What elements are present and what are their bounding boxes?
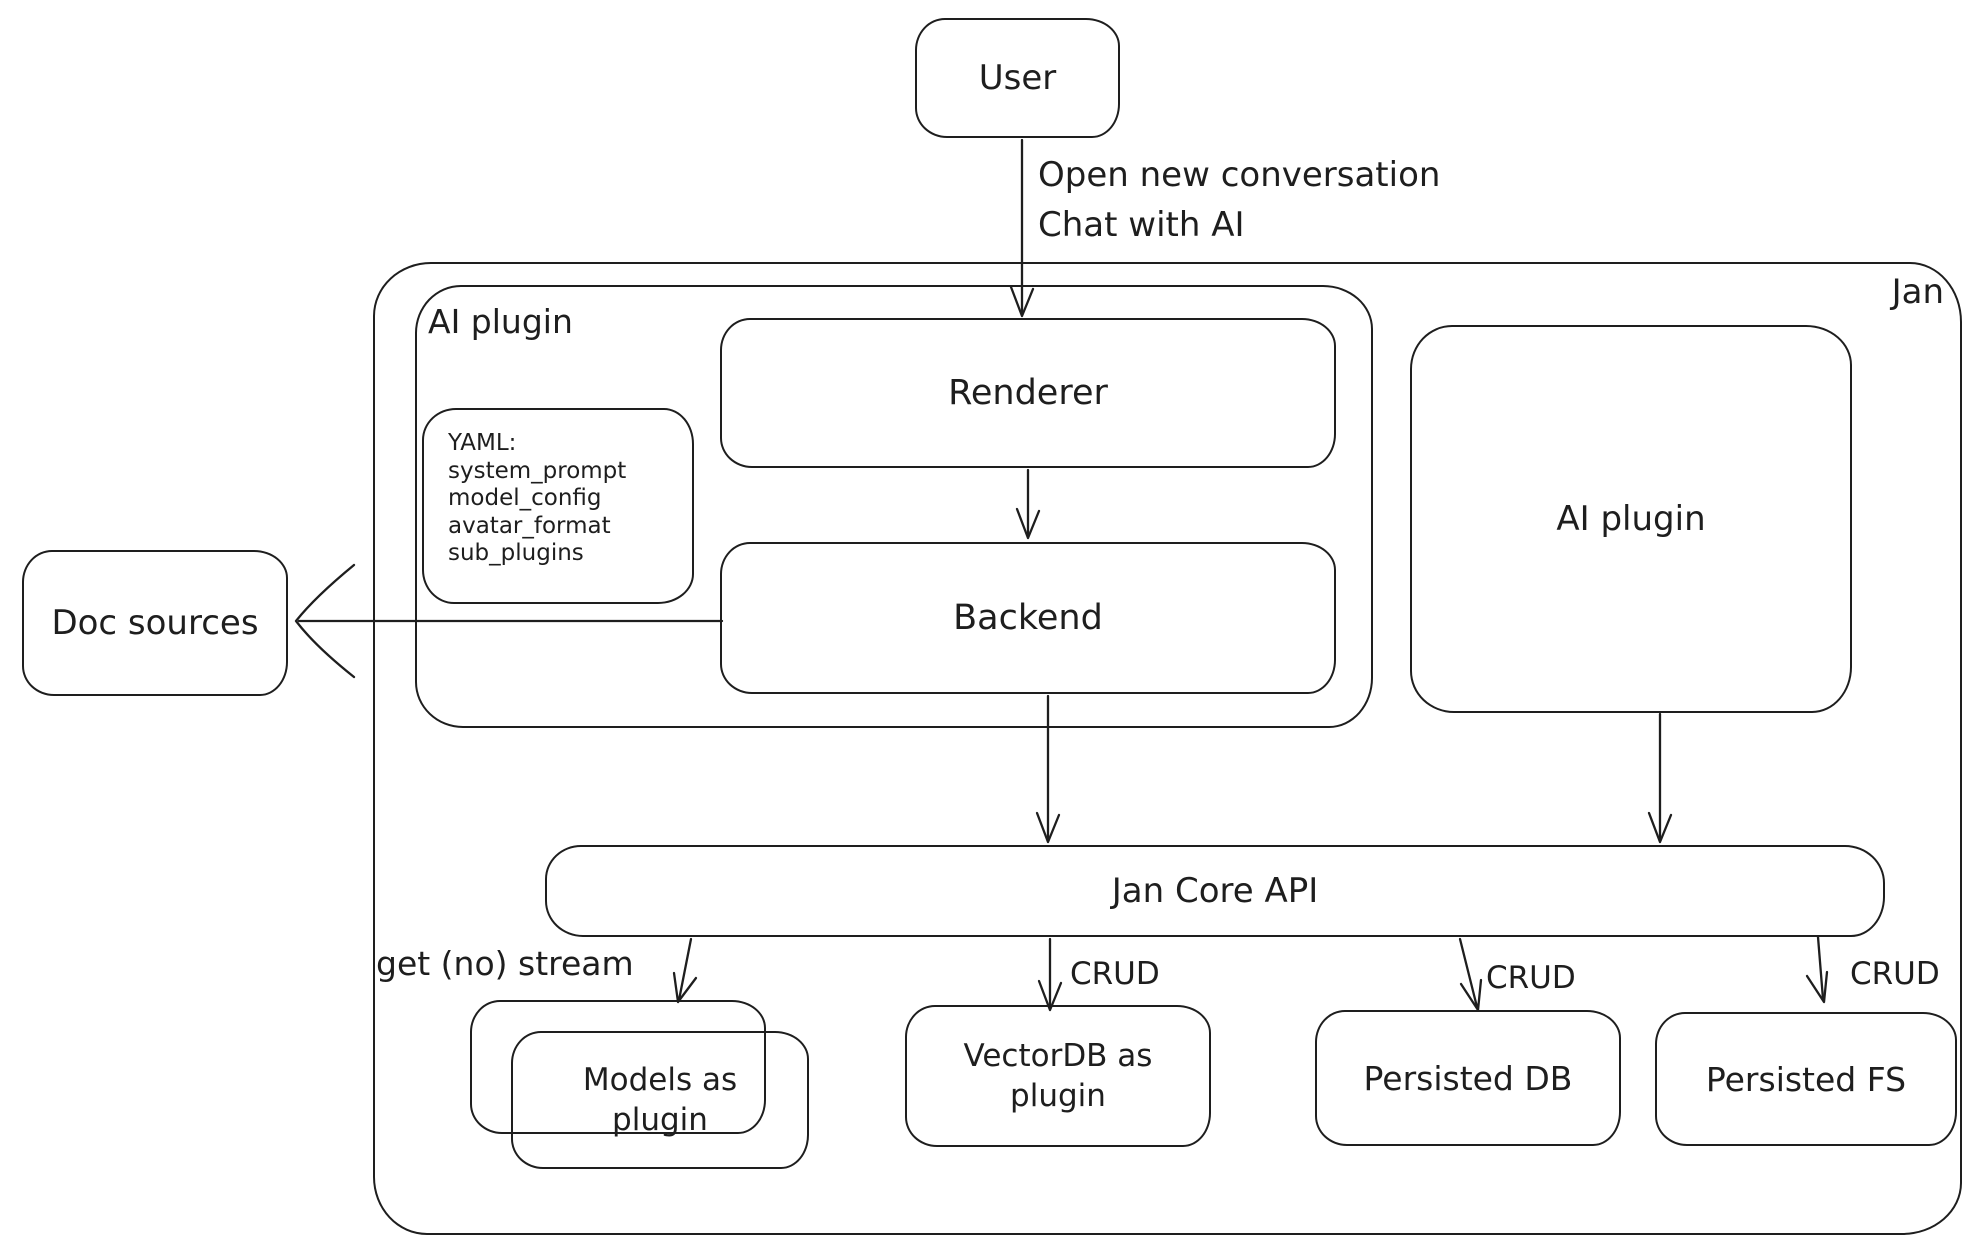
crud-edge-label-vectordb: CRUD	[1070, 956, 1160, 992]
renderer-node-label: Renderer	[948, 373, 1108, 413]
persisted-fs-node: Persisted FS	[1655, 1012, 1957, 1146]
yaml-note: YAML: system_prompt model_config avatar_…	[422, 408, 694, 604]
jan-core-api-node: Jan Core API	[545, 845, 1885, 937]
vectordb-as-plugin-label: VectorDB as plugin	[963, 1038, 1153, 1114]
crud-edge-label-persisted-fs: CRUD	[1850, 956, 1940, 992]
persisted-db-label: Persisted DB	[1363, 1058, 1573, 1098]
user-node: User	[915, 18, 1120, 138]
backend-node-label: Backend	[953, 598, 1103, 638]
models-as-plugin-node: Models as plugin	[511, 1031, 809, 1169]
backend-node: Backend	[720, 542, 1336, 694]
yaml-note-line: avatar_format	[448, 512, 611, 539]
doc-sources-node: Doc sources	[22, 550, 288, 696]
yaml-note-line: sub_plugins	[448, 540, 584, 566]
vectordb-as-plugin-node: VectorDB as plugin	[905, 1005, 1211, 1147]
crud-edge-label-persisted-db: CRUD	[1486, 960, 1576, 996]
renderer-node: Renderer	[720, 318, 1336, 468]
models-as-plugin-label: Models as plugin	[582, 1062, 738, 1138]
user-arrow-label: Open new conversation Chat with AI	[1038, 155, 1441, 245]
user-node-label: User	[978, 58, 1057, 98]
persisted-db-node: Persisted DB	[1315, 1010, 1621, 1146]
ai-plugin-right-node: AI plugin	[1410, 325, 1852, 713]
yaml-note-line: model_config	[448, 485, 602, 511]
jan-container	[373, 262, 1962, 1235]
persisted-fs-label: Persisted FS	[1705, 1059, 1907, 1099]
ai-plugin-left-container	[415, 285, 1373, 728]
get-no-stream-edge-label: get (no) stream	[376, 944, 634, 983]
ai-plugin-right-node-label: AI plugin	[1556, 499, 1706, 539]
yaml-note-line: system_prompt	[448, 457, 627, 484]
jan-core-api-node-label: Jan Core API	[1111, 871, 1319, 911]
yaml-note-line: YAML:	[448, 430, 517, 456]
jan-container-label: Jan	[1891, 272, 1944, 312]
doc-sources-node-label: Doc sources	[51, 603, 259, 643]
models-as-plugin-outer-box	[470, 1000, 766, 1134]
ai-plugin-left-label: AI plugin	[428, 302, 573, 341]
